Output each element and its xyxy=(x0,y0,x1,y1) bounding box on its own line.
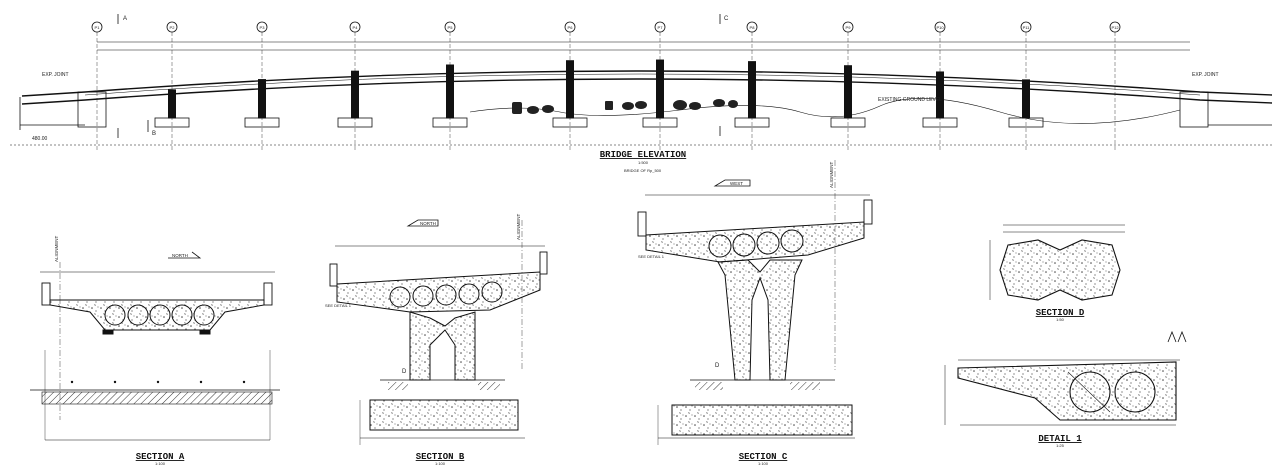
pier-grid-label: P3 xyxy=(260,25,266,30)
pier-footing xyxy=(432,117,468,128)
section-b-title: SECTION B xyxy=(416,452,465,462)
pier-grid-label: P9 xyxy=(846,25,852,30)
pier-footing xyxy=(552,117,588,128)
detail-1 xyxy=(944,330,1187,426)
section-b-scale: 1:100 xyxy=(435,461,446,466)
section-a-scale: 1:100 xyxy=(155,461,166,466)
pier-column xyxy=(1022,79,1030,119)
cut-b-label: B xyxy=(152,131,156,137)
datum-label: 480.00 xyxy=(32,136,48,142)
vehicles xyxy=(512,99,738,114)
pier-column xyxy=(446,64,454,119)
bridge-elevation: P1 P2 P3 P4 P5 P6 P7 P8 P9 P10 P11 P12 xyxy=(10,14,1273,150)
elevation-title: BRIDGE ELEVATION xyxy=(600,150,686,160)
pier-column xyxy=(748,61,756,119)
pier-grid-label: P11 xyxy=(1023,25,1031,30)
pier-grid-label: P7 xyxy=(658,25,664,30)
pier-column xyxy=(566,60,574,119)
section-d-title: SECTION D xyxy=(1036,308,1085,318)
section-a-title: SECTION A xyxy=(136,452,185,462)
pier-grid-label: P8 xyxy=(750,25,756,30)
pier-footing xyxy=(154,117,190,128)
section-b-north: NORTH xyxy=(420,221,436,226)
elevation-piers xyxy=(154,59,1044,128)
pier-footing xyxy=(1008,117,1044,128)
pier-column xyxy=(351,70,359,119)
section-a xyxy=(30,251,280,441)
pier-grid-label: P1 xyxy=(95,25,101,30)
pier-grid-label: P10 xyxy=(936,25,944,30)
pier-markers: P1 P2 P3 P4 P5 P6 P7 P8 P9 P10 P11 P12 xyxy=(91,21,1121,150)
exp-joint-left: EXP. JOINT xyxy=(42,72,69,78)
pier-footing xyxy=(642,117,678,128)
elevation-subtitle: BRIDGE OF Rp_500 xyxy=(624,168,662,173)
elevation-scale: 1:500 xyxy=(638,160,649,165)
section-c xyxy=(637,160,873,445)
detail-1-title: DETAIL 1 xyxy=(1038,434,1082,444)
section-a-north: NORTH xyxy=(172,253,188,258)
pier-column xyxy=(168,89,176,119)
pier-column xyxy=(844,65,852,119)
section-c-title: SECTION C xyxy=(739,452,788,462)
cut-a-label: A xyxy=(123,16,127,22)
section-b-detail-ref: SEE DETAIL 1 xyxy=(325,303,352,308)
pier-footing xyxy=(337,117,373,128)
section-c-detail-ref: SEE DETAIL 1 xyxy=(638,254,665,259)
section-c-west: WEST xyxy=(730,181,743,186)
pier-column xyxy=(936,71,944,119)
pier-grid-label: P2 xyxy=(170,25,176,30)
pier-column xyxy=(656,59,664,119)
section-d-scale: 1:50 xyxy=(1056,317,1065,322)
section-c-scale: 1:100 xyxy=(758,461,769,466)
exp-joint-right: EXP. JOINT xyxy=(1192,72,1219,78)
section-b xyxy=(329,219,548,445)
detail-1-scale: 1:25 xyxy=(1056,443,1065,448)
section-c-alignment: ALIGNMENT xyxy=(829,161,834,188)
section-c-cut-d: D xyxy=(715,363,720,369)
pier-grid-label: P5 xyxy=(448,25,454,30)
ground-level-label: EXISTING GROUND LEVEL xyxy=(878,97,942,103)
pier-grid-label: P12 xyxy=(1111,25,1119,30)
pier-grid-label: P6 xyxy=(568,25,574,30)
section-b-cut-d: D xyxy=(402,369,407,375)
pier-footing xyxy=(734,117,770,128)
pier-column xyxy=(258,79,266,119)
section-d xyxy=(989,224,1125,301)
pier-footing xyxy=(830,117,866,128)
section-b-alignment: ALIGNMENT xyxy=(516,213,521,240)
pier-footing xyxy=(922,117,958,128)
cut-c-label: C xyxy=(724,16,729,22)
pier-footing xyxy=(244,117,280,128)
pier-grid-label: P4 xyxy=(353,25,359,30)
section-a-alignment: ALIGNMENT xyxy=(54,235,59,262)
